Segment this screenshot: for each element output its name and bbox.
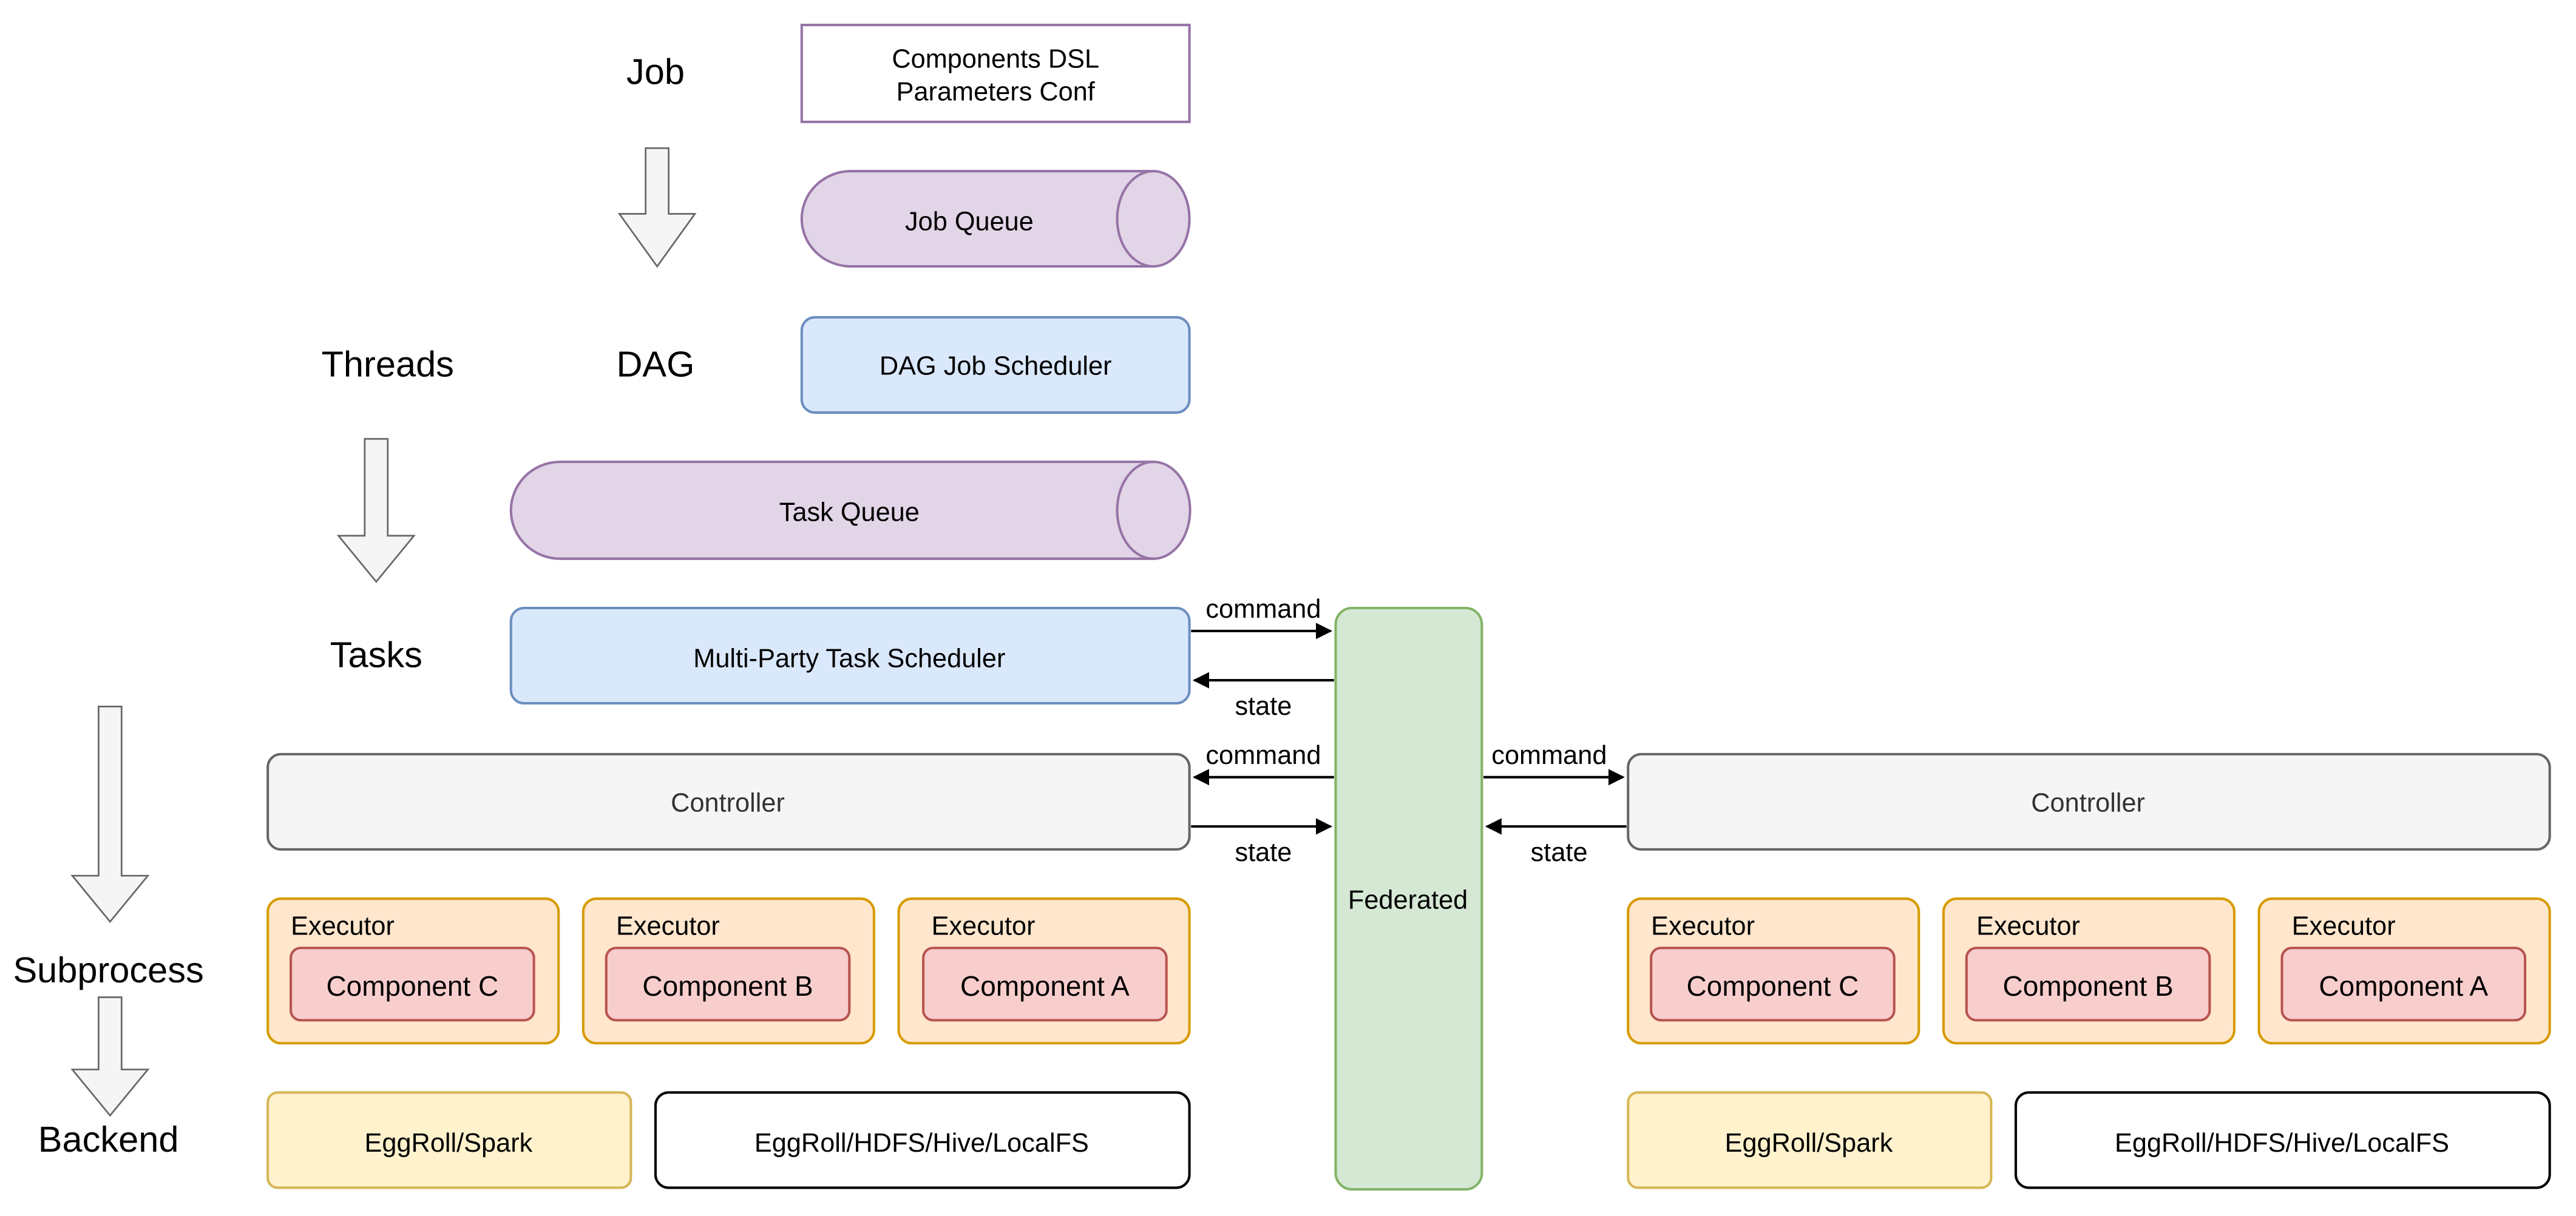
left-executor-2-label: Executor [616, 912, 720, 941]
left-component-b-label: Component B [642, 970, 813, 1002]
right-executor-3-label: Executor [2292, 912, 2396, 941]
label-backend: Backend [38, 1119, 179, 1160]
dag-job-scheduler-label: DAG Job Scheduler [880, 352, 1112, 381]
right-compute-backend-box [1627, 1091, 1993, 1189]
multi-party-task-scheduler-box [509, 606, 1191, 705]
left-component-c-label: Component C [326, 970, 498, 1002]
left-compute-backend-box [266, 1091, 632, 1189]
left-component-b-box [605, 947, 851, 1022]
left-compute-backend-label: EggRoll/Spark [365, 1129, 533, 1158]
scheduler-command-label: command [1205, 595, 1321, 624]
right-compute-backend-label: EggRoll/Spark [1725, 1129, 1893, 1158]
left-storage-backend-box [654, 1091, 1191, 1189]
job-queue-cylinder [800, 170, 1191, 268]
federated-box [1334, 606, 1483, 1191]
task-queue-label: Task Queue [779, 498, 920, 527]
left-command-label: command [1205, 741, 1321, 770]
right-component-a-label: Component A [2319, 970, 2488, 1002]
label-tasks: Tasks [330, 634, 422, 675]
job-queue-label: Job Queue [905, 207, 1034, 236]
left-state-label: state [1235, 838, 1292, 867]
right-state-label: state [1531, 838, 1588, 867]
right-command-label: command [1491, 741, 1607, 770]
task-queue-cylinder [509, 461, 1191, 560]
left-component-a-box [922, 947, 1168, 1022]
down-arrow-subprocess-to-backend [70, 996, 150, 1117]
down-arrow-tasks-to-subprocess [70, 706, 150, 924]
federated-label: Federated [1348, 885, 1468, 914]
right-storage-backend-label: EggRoll/HDFS/Hive/LocalFS [2115, 1129, 2449, 1158]
parameters-conf-label: Parameters Conf [897, 78, 1096, 107]
left-component-c-box [290, 947, 535, 1022]
right-controller-box [1627, 752, 2551, 851]
dag-job-scheduler-box [800, 316, 1191, 414]
right-controller-label: Controller [2031, 789, 2145, 818]
left-executor-1-label: Executor [291, 912, 395, 941]
label-subprocess: Subprocess [13, 950, 203, 990]
right-component-c-box [1650, 947, 1896, 1022]
label-dag: DAG [616, 343, 694, 384]
right-executor-1-label: Executor [1651, 912, 1755, 941]
right-component-b-label: Component B [2002, 970, 2173, 1002]
left-controller-box [266, 752, 1191, 851]
components-dsl-label: Components DSL [892, 45, 1099, 74]
left-executor-3-label: Executor [932, 912, 1035, 941]
right-executor-2-label: Executor [1976, 912, 2080, 941]
down-arrow-job-to-dag [617, 147, 697, 268]
label-threads: Threads [322, 343, 454, 384]
label-job: Job [626, 52, 685, 92]
right-component-c-label: Component C [1687, 970, 1859, 1002]
right-storage-backend-box [2015, 1091, 2551, 1189]
left-controller-label: Controller [671, 789, 785, 818]
components-dsl-box [800, 24, 1191, 123]
right-component-a-box [2280, 947, 2527, 1022]
down-arrow-threads-to-tasks [336, 437, 416, 583]
multi-party-task-scheduler-label: Multi-Party Task Scheduler [693, 644, 1005, 673]
right-component-b-box [1965, 947, 2211, 1022]
left-component-a-label: Component A [960, 970, 1130, 1002]
left-storage-backend-label: EggRoll/HDFS/Hive/LocalFS [754, 1129, 1089, 1158]
scheduler-state-label: state [1235, 692, 1292, 721]
